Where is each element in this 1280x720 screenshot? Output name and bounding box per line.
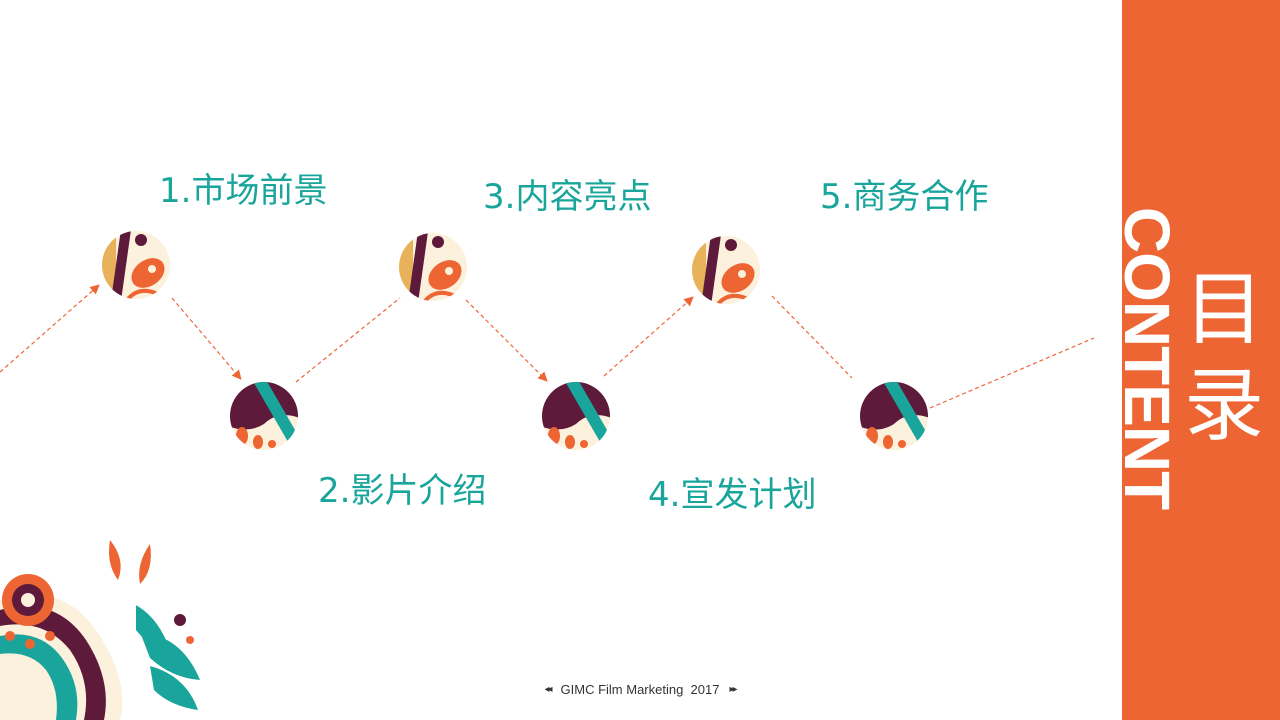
item-label-5[interactable]: 5.商务合作: [820, 177, 989, 217]
content-vertical-title: CONTENT: [1111, 207, 1183, 509]
footer: ◂◂ GIMC Film Marketing 2017 ▸▸: [0, 678, 1280, 700]
footer-text: GIMC Film Marketing 2017: [560, 681, 720, 697]
item-label-4[interactable]: 4.宣发计划: [648, 475, 817, 515]
content-english-title: CONTENT: [1111, 206, 1183, 510]
bead-3-icon: [399, 233, 467, 301]
item-label-2[interactable]: 2.影片介绍: [318, 471, 487, 511]
chinese-title: 目 录: [1176, 262, 1272, 454]
next-slide-icon[interactable]: ▸▸: [729, 683, 737, 695]
item-label-1[interactable]: 1.市场前景: [159, 171, 328, 211]
bead-5-icon: [692, 236, 760, 304]
bead-2-icon: [230, 382, 298, 450]
bead-1-icon: [102, 231, 170, 299]
floral-ornament-icon: [0, 540, 200, 720]
chinese-title-char-1: 目: [1184, 263, 1264, 356]
item-label-3[interactable]: 3.内容亮点: [483, 177, 652, 217]
sidebar-panel: [1122, 0, 1280, 720]
bead-4-icon: [542, 382, 610, 450]
previous-slide-icon[interactable]: ◂◂: [544, 683, 552, 695]
chinese-title-char-2: 录: [1184, 359, 1264, 452]
bead-6-icon: [860, 382, 928, 450]
